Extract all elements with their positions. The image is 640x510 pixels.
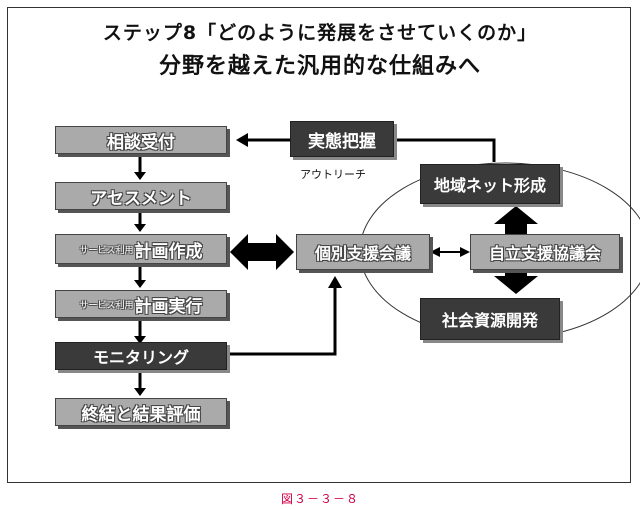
- step-shuuketsu: 終結と結果評価: [55, 398, 227, 426]
- arrow-up-chiiki: [494, 206, 538, 234]
- double-arrow-keikaku-kobetsu: [230, 234, 294, 270]
- figure-caption: 図３－３－８: [280, 492, 359, 506]
- step3-main: 計画作成: [134, 241, 203, 262]
- step-keikaku-jikko: サービス利用計画実行: [55, 290, 227, 318]
- box-jittai-haaku: 実態把握: [290, 121, 394, 157]
- step-keikaku-sakusei: サービス利用計画作成: [55, 234, 227, 264]
- step4-main: 計画実行: [134, 296, 203, 317]
- box-shakai-shigen: 社会資源開発: [420, 298, 560, 340]
- box-chiiki-net: 地域ネット形成: [420, 164, 560, 204]
- title-line2: 分野を越えた汎用的な仕組みへ: [158, 54, 481, 79]
- step-assessment: アセスメント: [55, 182, 227, 210]
- step3-prefix: サービス利用: [79, 245, 134, 256]
- arrow-monitoring-kobetsu: [228, 286, 337, 356]
- line-chiiki-jittai: [396, 138, 496, 162]
- box-kobetsu-shien: 個別支援会議: [296, 234, 430, 270]
- arrow-down-shakai: [494, 266, 538, 294]
- label-outreach: アウトリーチ: [300, 168, 366, 181]
- step-soudan: 相談受付: [55, 126, 227, 154]
- step-monitoring: モニタリング: [55, 342, 227, 370]
- title-line1: ステップ8「どのように発展をさせていくのか」: [102, 22, 538, 44]
- step4-prefix: サービス利用: [79, 300, 134, 311]
- box-jiritsu-shien: 自立支援協議会: [470, 234, 620, 270]
